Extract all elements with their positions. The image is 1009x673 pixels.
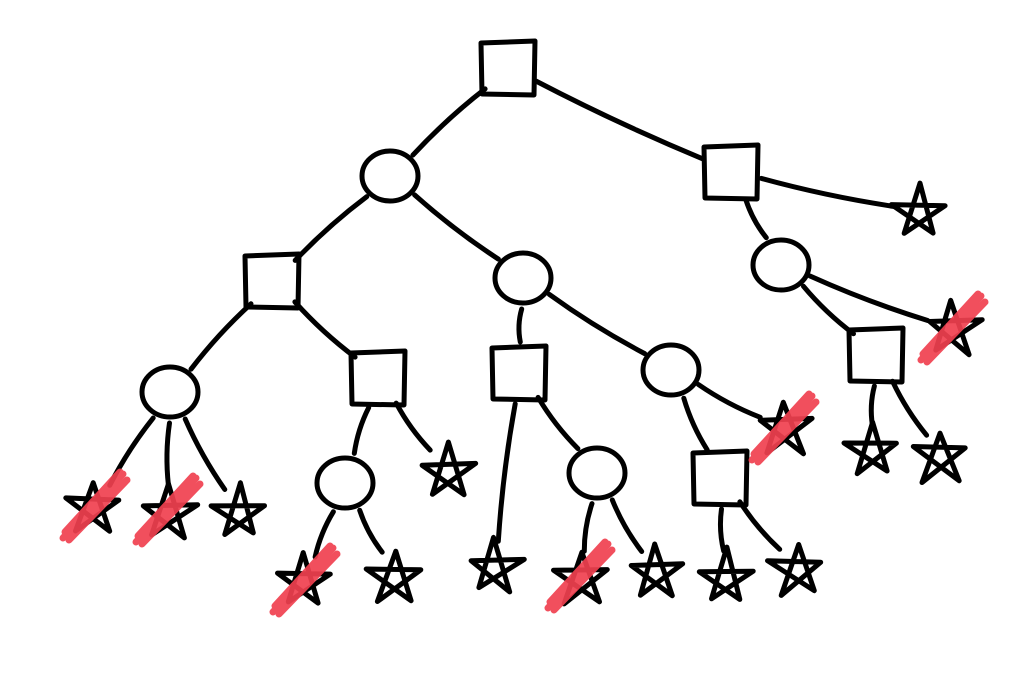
circle-node	[492, 250, 554, 306]
tree-edge	[890, 378, 930, 438]
square-node	[478, 38, 538, 98]
tree-edge	[292, 299, 358, 360]
tree-edge	[351, 405, 372, 456]
pruned-strike-mark	[748, 390, 820, 466]
star-leaf	[628, 541, 686, 599]
tree-edge	[357, 507, 385, 555]
star-leaf	[910, 430, 968, 485]
star-leaf	[208, 480, 267, 537]
square-node	[348, 348, 408, 408]
tree-edge	[737, 499, 783, 552]
tree-edge	[743, 196, 769, 241]
circle-node	[314, 455, 376, 511]
circle-node	[750, 237, 812, 293]
tree-edge	[581, 501, 595, 554]
tree-edge	[312, 509, 336, 560]
tree-edge	[393, 400, 433, 453]
star-leaf	[419, 439, 479, 498]
tree-edge	[495, 401, 518, 544]
pruned-strike-mark	[544, 538, 616, 614]
tree-edge	[681, 395, 710, 453]
circle-node	[640, 342, 702, 398]
square-node	[489, 343, 549, 403]
tree-edge	[412, 192, 501, 262]
circle-node	[139, 364, 201, 420]
pruning-marks	[59, 290, 989, 618]
square-node	[701, 142, 761, 202]
tree-edge	[535, 394, 581, 452]
tree-edge	[182, 416, 228, 492]
tree-edge	[717, 506, 727, 554]
star-leaf	[363, 548, 424, 604]
star-leaf	[888, 180, 948, 236]
pruned-strike-mark	[132, 472, 204, 548]
star-leaf	[696, 544, 756, 602]
tree-edge	[546, 291, 648, 357]
tree-edge	[188, 301, 254, 372]
star-leaf	[765, 542, 824, 598]
pruned-strike-mark	[917, 290, 989, 366]
tree-edges	[107, 78, 931, 560]
tree-edge	[410, 86, 488, 158]
circle-node	[359, 148, 421, 204]
star-leaf	[841, 419, 899, 477]
tree-edge	[758, 175, 897, 209]
pruned-strike-mark	[269, 542, 341, 618]
tree-edge	[807, 273, 931, 323]
star-leaf	[468, 534, 527, 595]
tree-edge	[292, 194, 370, 263]
square-node	[690, 448, 750, 508]
tree-edge	[164, 420, 172, 488]
circle-node	[566, 445, 628, 501]
tree-edge	[533, 78, 706, 162]
pruned-strike-mark	[59, 468, 131, 544]
square-node	[242, 251, 302, 311]
tree-edge	[609, 497, 645, 554]
tree-edge	[868, 383, 877, 428]
square-node	[846, 325, 906, 385]
tree-nodes	[63, 38, 985, 607]
tree-edge	[516, 306, 525, 345]
tree-edge	[695, 382, 763, 420]
